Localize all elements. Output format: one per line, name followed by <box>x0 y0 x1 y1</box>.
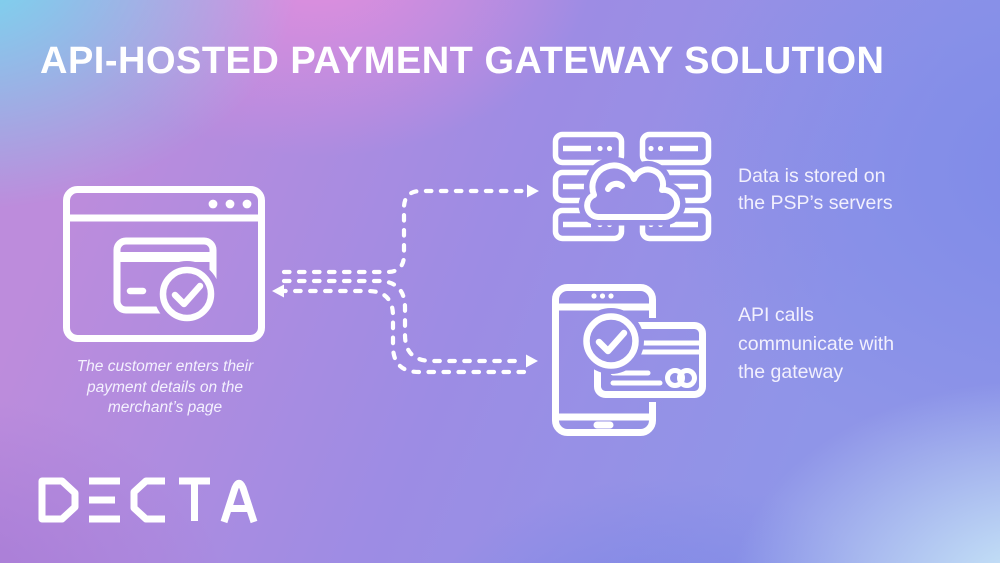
flow-arrow-browser-to-phone <box>281 278 526 364</box>
flow-arrow-phone-to-browser <box>281 288 527 375</box>
arrowhead-to-phone <box>526 354 538 368</box>
smartphone-glyph <box>552 284 656 436</box>
decta-logo-glyphs <box>38 477 258 524</box>
browser-caption: The customer enters their payment detail… <box>76 358 254 416</box>
decta-logo: DECTA <box>38 477 260 529</box>
arrowhead-to-servers <box>527 184 539 198</box>
browser-window-dots <box>208 199 252 209</box>
phone-card-check-icon <box>552 284 706 436</box>
checkmark-circle-icon <box>583 313 639 369</box>
gateway-label: API calls communicate with the gateway <box>738 304 895 383</box>
server-box <box>552 131 625 166</box>
server-box <box>639 131 712 166</box>
arrowhead-to-browser <box>272 284 284 298</box>
browser-payment-check-icon <box>63 186 265 342</box>
cloud-icon <box>584 162 680 220</box>
server-rack-cloud-icon <box>552 131 712 242</box>
flow-arrow-browser-to-servers <box>281 188 528 275</box>
checkmark-circle-icon <box>159 266 215 322</box>
page-title: API-HOSTED PAYMENT GATEWAY SOLUTION <box>40 40 885 82</box>
servers-label: Data is stored on the PSP’s servers <box>738 165 893 214</box>
